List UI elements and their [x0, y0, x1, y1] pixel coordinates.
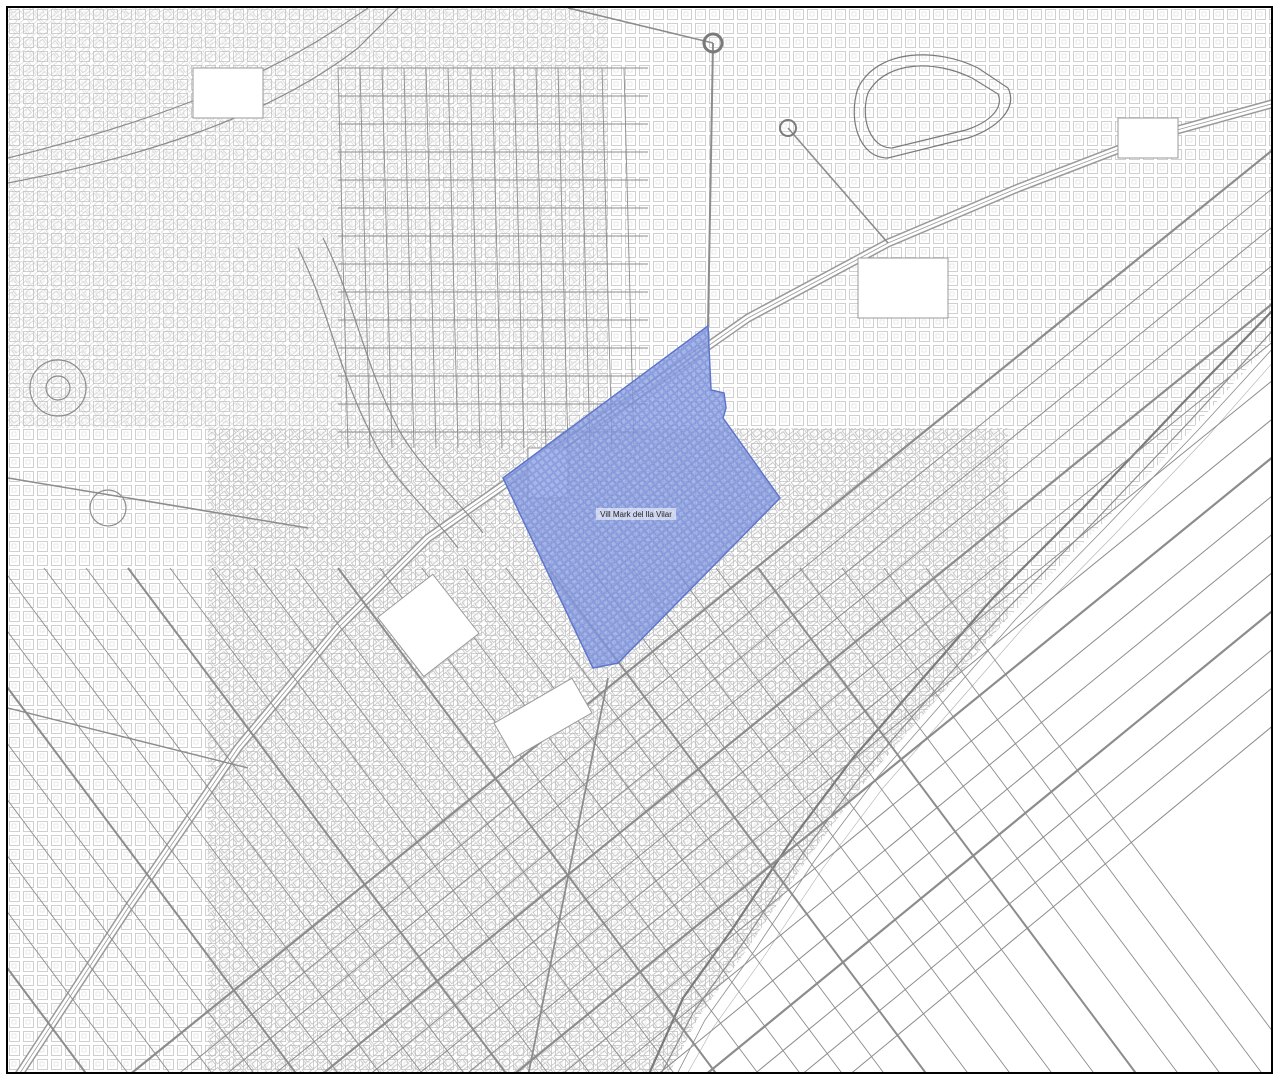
street — [425, 67, 437, 449]
street — [631, 567, 1010, 1072]
street — [420, 381, 1271, 1072]
street — [421, 567, 800, 1072]
street — [323, 303, 1271, 1072]
street — [660, 573, 1271, 1072]
street — [8, 575, 380, 1072]
street — [756, 649, 1271, 1072]
street — [372, 342, 1271, 1072]
street — [211, 567, 590, 1072]
street — [228, 227, 1271, 1072]
street — [381, 67, 393, 449]
street — [180, 188, 1271, 1072]
street — [589, 567, 968, 1072]
street — [8, 707, 249, 769]
street — [883, 567, 1262, 1072]
street — [527, 677, 609, 1072]
street — [799, 567, 1178, 1072]
street — [925, 567, 1271, 1030]
highlighted-district[interactable]: Vill Mark del lla Vilar — [502, 324, 781, 669]
street — [8, 912, 128, 1072]
racetrack — [702, 32, 1012, 159]
street — [841, 567, 1220, 1072]
street — [8, 743, 254, 1072]
street — [447, 67, 459, 449]
street — [513, 67, 525, 449]
street — [463, 567, 842, 1072]
street — [505, 567, 884, 1072]
street — [601, 67, 613, 449]
street — [359, 67, 371, 449]
street — [564, 496, 1271, 1072]
street — [8, 799, 212, 1072]
street — [403, 67, 415, 449]
street — [469, 67, 481, 449]
map-frame[interactable]: Vill Mark del lla Vilar — [6, 6, 1273, 1074]
coastal-rail-line — [648, 310, 1271, 1072]
street — [673, 567, 1052, 1072]
street — [295, 567, 674, 1072]
map-canvas[interactable]: Vill Mark del lla Vilar — [8, 8, 1273, 1074]
street — [567, 8, 714, 44]
street — [8, 686, 297, 1072]
street — [787, 127, 889, 244]
district-label: Vill Mark del lla Vilar — [600, 510, 672, 519]
street — [127, 567, 507, 1072]
street — [8, 967, 87, 1072]
street — [337, 67, 349, 449]
street — [169, 567, 548, 1072]
street — [131, 149, 1271, 1072]
street — [535, 67, 547, 449]
street — [337, 567, 717, 1072]
street-network — [8, 8, 1271, 1072]
district-label-bg — [596, 508, 676, 520]
street — [43, 567, 422, 1072]
street — [8, 856, 170, 1072]
street — [8, 631, 338, 1072]
street — [715, 567, 1094, 1072]
street — [253, 567, 632, 1072]
street — [852, 726, 1271, 1072]
street — [85, 567, 464, 1072]
street — [491, 67, 503, 449]
street — [612, 534, 1271, 1072]
street — [707, 610, 1271, 1072]
street — [468, 419, 1271, 1072]
street — [557, 67, 569, 449]
street — [707, 42, 714, 327]
street — [757, 567, 1137, 1072]
street — [8, 477, 309, 529]
street — [276, 265, 1271, 1072]
street — [515, 457, 1271, 1072]
street — [579, 67, 591, 449]
